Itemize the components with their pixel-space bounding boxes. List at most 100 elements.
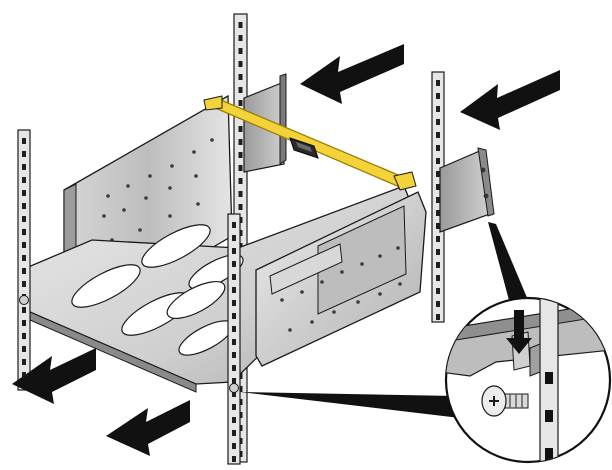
rivet xyxy=(310,320,314,324)
post-hole xyxy=(232,339,236,345)
post-hole xyxy=(22,216,26,222)
post-hole xyxy=(436,236,440,242)
post-hole xyxy=(232,248,236,254)
post-hole xyxy=(232,222,236,228)
insert-direction-arrow-icon xyxy=(460,70,560,130)
floor-cutouts xyxy=(71,224,244,356)
post-hole xyxy=(436,106,440,112)
arrow-bottom-right xyxy=(106,400,190,456)
post-hole xyxy=(22,255,26,261)
rivet xyxy=(168,186,172,190)
post-hole xyxy=(238,48,243,54)
rivet xyxy=(356,300,360,304)
insert-direction-arrow-icon xyxy=(12,348,96,404)
magnified-detail-callout xyxy=(444,296,612,464)
mounting-screw-icon xyxy=(481,385,529,417)
rivet xyxy=(126,184,130,188)
post-hole xyxy=(238,61,243,67)
post-hole xyxy=(22,346,26,352)
post-hole xyxy=(238,178,243,184)
post-hole xyxy=(232,404,236,410)
arrow-top-right xyxy=(460,70,560,130)
post-hole xyxy=(238,22,243,28)
post-hole xyxy=(238,35,243,41)
post-hole xyxy=(22,268,26,274)
arrow-top-left xyxy=(300,44,404,104)
rivet xyxy=(192,150,196,154)
post-hole xyxy=(232,430,236,436)
post-hole xyxy=(436,275,440,281)
post-hole xyxy=(22,164,26,170)
insert-direction-arrow-icon xyxy=(106,400,190,456)
rivet xyxy=(138,228,142,232)
rivet xyxy=(398,282,402,286)
post-hole xyxy=(232,261,236,267)
post-hole xyxy=(238,74,243,80)
post-hole xyxy=(436,301,440,307)
rivet xyxy=(288,328,292,332)
post-hole xyxy=(436,197,440,203)
post-hole xyxy=(22,177,26,183)
tray-floor xyxy=(25,185,413,393)
post-hole xyxy=(232,235,236,241)
post-hole xyxy=(436,132,440,138)
post-hole xyxy=(232,326,236,332)
arrow-bottom-left xyxy=(12,348,96,404)
post-hole xyxy=(22,190,26,196)
post-hole xyxy=(238,100,243,106)
post-hole xyxy=(232,300,236,306)
post-hole xyxy=(238,152,243,158)
post-hole xyxy=(436,93,440,99)
rivet xyxy=(170,164,174,168)
post-hole xyxy=(238,165,243,171)
rack-post-front-right xyxy=(227,213,241,465)
insert-direction-arrow-icon xyxy=(300,44,404,104)
rivet xyxy=(300,290,304,294)
rivet xyxy=(106,194,110,198)
post-hole xyxy=(436,145,440,151)
post-hole xyxy=(436,80,440,86)
post-hole xyxy=(232,274,236,280)
post-hole xyxy=(232,378,236,384)
rivet xyxy=(168,214,172,218)
post-hole xyxy=(22,372,26,378)
post-hole xyxy=(436,288,440,294)
post-hole xyxy=(238,139,243,145)
rivet xyxy=(194,174,198,178)
post-hole xyxy=(436,262,440,268)
post-hole xyxy=(436,223,440,229)
detail-leader-lines xyxy=(240,222,528,418)
post-hole xyxy=(232,456,236,462)
post-hole xyxy=(436,158,440,164)
rack-post-front-left xyxy=(17,129,31,391)
rivet xyxy=(396,246,400,250)
post-hole xyxy=(436,119,440,125)
post-hole xyxy=(232,352,236,358)
post-hole xyxy=(22,229,26,235)
post-hole xyxy=(22,151,26,157)
post-hole xyxy=(232,391,236,397)
tray-right-side-wall xyxy=(255,191,427,367)
post-hole xyxy=(436,171,440,177)
rivet xyxy=(196,202,200,206)
rivet xyxy=(360,262,364,266)
rivet xyxy=(122,208,126,212)
post-hole xyxy=(232,417,236,423)
post-hole xyxy=(22,320,26,326)
post-hole xyxy=(232,313,236,319)
post-hole xyxy=(238,204,243,210)
rivet xyxy=(280,298,284,302)
side-wall-holes xyxy=(280,246,402,332)
rivet xyxy=(320,280,324,284)
post-hole xyxy=(22,242,26,248)
post-hole xyxy=(22,203,26,209)
down-arrow-icon xyxy=(506,310,532,354)
rivet xyxy=(378,292,382,296)
post-hole xyxy=(436,210,440,216)
rivet xyxy=(378,254,382,258)
post-hole xyxy=(238,87,243,93)
post-hole xyxy=(232,365,236,371)
post-holes xyxy=(436,80,440,320)
